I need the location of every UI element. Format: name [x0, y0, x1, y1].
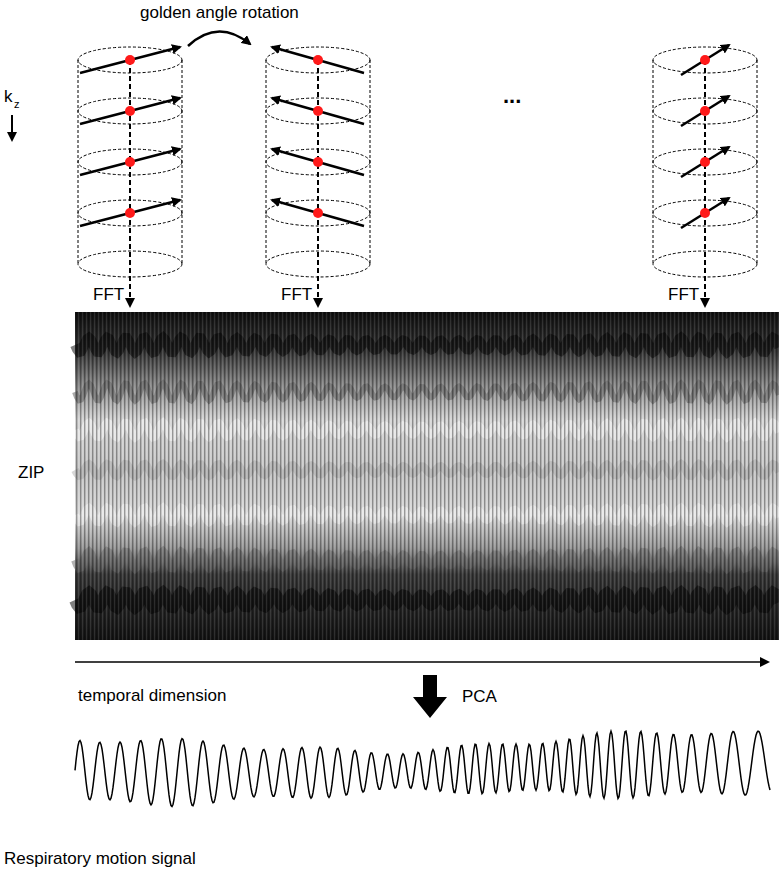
zip-stripes [75, 312, 779, 640]
center-point [313, 157, 323, 167]
respiratory-waveform [75, 731, 770, 806]
center-point [313, 208, 323, 218]
cylinders [78, 45, 757, 306]
axis-label: temporal dimension [78, 687, 226, 706]
center-point [125, 106, 135, 116]
cylinder-side [78, 60, 79, 264]
center-point [125, 157, 135, 167]
center-point [700, 157, 710, 167]
center-point [313, 106, 323, 116]
center-point [700, 55, 710, 65]
rotation-arrow [188, 31, 250, 46]
rotation-label: golden angle rotation [140, 4, 299, 23]
zip-label: ZIP [18, 464, 44, 483]
kz-line [704, 60, 706, 306]
ellipsis: ... [503, 84, 521, 108]
fft-label: FFT [668, 286, 699, 305]
kz-line [317, 60, 319, 306]
cylinder-side [370, 60, 371, 264]
fft-label: FFT [281, 286, 312, 305]
center-point [700, 106, 710, 116]
signal-label: Respiratory motion signal [4, 850, 196, 869]
cylinder-side [266, 60, 267, 264]
cylinder-side [653, 60, 654, 264]
axis-label: k [4, 88, 13, 107]
center-point [125, 55, 135, 65]
time-arrow [75, 661, 768, 663]
kz-arrow [11, 115, 13, 140]
center-point [125, 208, 135, 218]
cylinder-side [182, 60, 183, 264]
fft-label: FFT [93, 286, 124, 305]
axis-subscript: z [14, 98, 20, 110]
center-point [313, 55, 323, 65]
zip-image [75, 312, 779, 640]
center-point [700, 208, 710, 218]
method-label: PCA [462, 688, 497, 707]
cylinder-side [757, 60, 758, 264]
pca-arrow [413, 675, 447, 718]
kz-line [129, 60, 131, 306]
